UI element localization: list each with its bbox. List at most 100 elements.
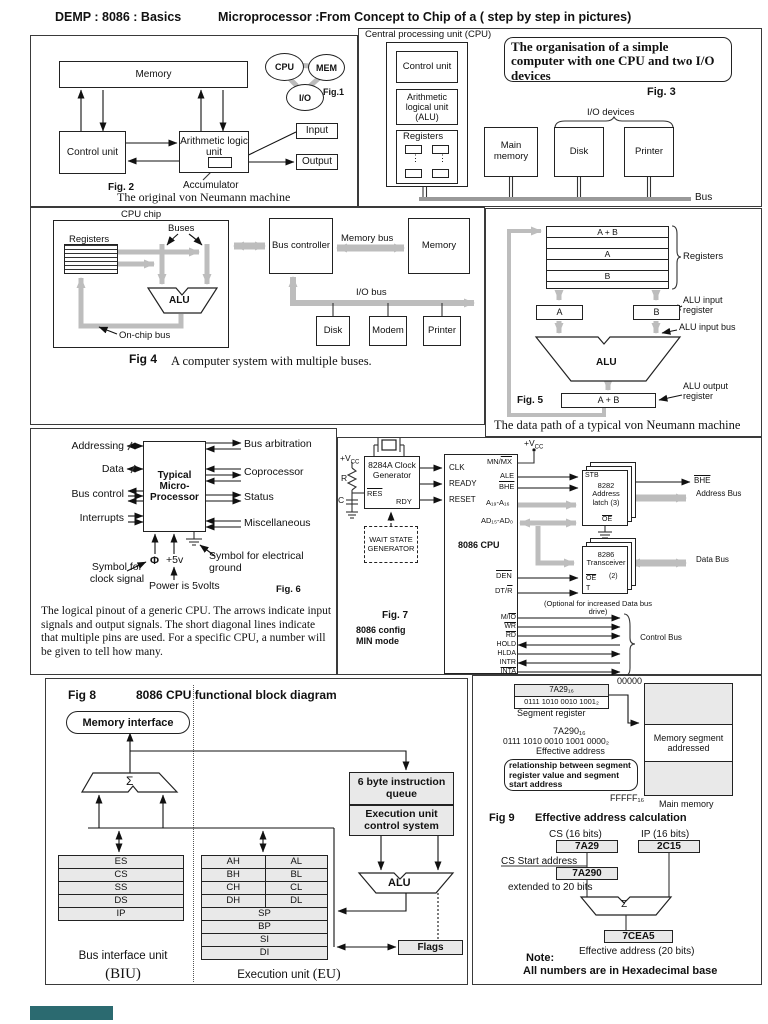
fig7-rdy-pin: RDY [396, 497, 412, 506]
fig5-input-a-box: A [536, 305, 583, 320]
fig8-instruction-queue-box: 6 byte instruction queue [349, 772, 454, 805]
fig7-ready-pin: READY [449, 479, 477, 488]
fig6-chip-box: Typical Micro- Processor [143, 441, 206, 532]
fig7-rd-pin: RD [505, 632, 516, 639]
fig7-stb-pin: STB [585, 472, 599, 479]
fig6-bus-arbitration-label: Bus arbitration [244, 438, 312, 450]
eu-cell: AH [202, 856, 265, 868]
fig8-biu-registers: ES CS SS DS IP [58, 855, 184, 921]
panel-fig6: Addressing Data Bus control Interrupts T… [30, 428, 337, 675]
fig4-on-chip-bus-label: On-chip bus [119, 330, 171, 341]
fig9-cs-start-label: CS Start address [501, 856, 578, 867]
mn-part: MN/ [487, 457, 501, 466]
fig8-biu-row: SS [59, 882, 183, 895]
fig8-eu-control-box: Execution unit control system [349, 805, 454, 836]
mem-addressed-segment: Memory segment addressed [645, 724, 732, 762]
fig3-registers-box: Registers ⋮ ⋮ [396, 130, 458, 184]
fig7-clk-pin: CLK [449, 463, 465, 472]
fig9-ip-value-box: 2C15 [638, 840, 700, 853]
fig8-biu-row: IP [59, 908, 183, 920]
fig5-reg-row: A [547, 249, 668, 260]
fig7-control-bus-label: Control Bus [640, 633, 682, 642]
fig4-registers-stack [64, 244, 118, 274]
fig7-res-pin: RES [367, 489, 383, 498]
panel-fig3: Central processing unit (CPU) Control un… [358, 28, 762, 207]
fig4-caption: A computer system with multiple buses. [171, 354, 372, 368]
fig6-power-note: Power is 5volts [149, 580, 220, 592]
fig7-xcvr-t-pin: T [586, 585, 591, 592]
eu-name-text: Execution unit [237, 969, 310, 981]
fig5-alu-output-register-label: ALU output register [683, 381, 729, 402]
fig7-hlda-pin: HLDA [497, 650, 516, 657]
eu-abbr-text: (EU) [312, 967, 341, 982]
fig7-wr-pin: WR [504, 623, 516, 630]
fig4-disk-box: Disk [316, 316, 350, 346]
fig6-label: Fig. 6 [276, 584, 301, 595]
fig7-dtr-pin: DT/R [495, 586, 513, 595]
panel-fig4: CPU chip Registers Buses ALU On-chip bus… [30, 207, 485, 425]
fig8-biu-row: ES [59, 856, 183, 869]
fig8-eu-row: SI [202, 934, 327, 947]
fig9-effective-hex: 7A290₁₆ [553, 726, 586, 736]
fig7-a19-a16-pin: A₁₉-A₁₆ [486, 498, 510, 507]
fig7-data-bus-label: Data Bus [696, 555, 729, 564]
fig2-accumulator-box [208, 157, 232, 168]
fig9-main-memory-label: Main memory [659, 799, 714, 809]
fig5-alu-input-bus-label: ALU input bus [679, 322, 736, 332]
fig2-label: Fig. 2 [108, 182, 135, 193]
fig4-buses-label: Buses [168, 223, 195, 234]
fig9-result-box: 7CEA5 [604, 930, 673, 943]
fig1-io-node: I/O [286, 84, 324, 111]
fig5-reg-row: B [547, 271, 668, 282]
fig3-registers-label: Registers [403, 131, 444, 142]
fig1-cpu-node: CPU [265, 53, 304, 81]
fig9-sigma: Σ [621, 899, 628, 910]
panel-fig7: +VCC R C 8284A Clock Generator RES RDY W… [337, 437, 762, 676]
fig7-optional-note: (Optional for increased Data bus drive) [544, 599, 652, 617]
fig7-r-label: R [341, 473, 348, 483]
fig7-cpu-name: 8086 CPU [458, 540, 500, 550]
fig5-alu-label: ALU [596, 357, 617, 368]
fig9-label: Fig 9 [489, 812, 515, 824]
m-part: M/ [500, 614, 509, 621]
fig8-eu-row: DI [202, 947, 327, 959]
fig6-status-label: Status [244, 491, 274, 503]
fig9-note-head: Note: [526, 952, 555, 964]
fig8-flags-box: Flags [398, 940, 463, 955]
fig9-mem-top-address: 00000 [617, 676, 643, 686]
fig7-bhe-pin: BHE [499, 482, 515, 491]
fig6-caption: The logical pinout of a generic CPU. The… [41, 605, 332, 658]
fig9-mem-bottom-address: FFFFF₁₆ [610, 793, 645, 803]
fig7-config-line2: MIN mode [356, 636, 400, 646]
fig5-registers-label: Registers [683, 251, 724, 262]
fig7-c-label: C [338, 495, 345, 505]
fig7-inta-pin: INTA [500, 668, 516, 675]
fig4-memory-bus-label: Memory bus [341, 233, 394, 244]
fig8-title: 8086 CPU functional block diagram [136, 688, 337, 702]
page-title: Microprocessor :From Concept to Chip of … [218, 10, 632, 24]
vcc-prefix: +V [524, 438, 535, 448]
vcc-sub: CC [534, 444, 544, 451]
fig7-xcvr-name: 8286 Transceiver [586, 550, 626, 568]
fig5-reg-row [547, 282, 668, 291]
fig4-label: Fig 4 [129, 352, 158, 366]
fig8-eu-name: Execution unit (EU) [204, 967, 374, 983]
fig7-config-line1: 8086 config [356, 625, 406, 635]
fig9-extended-label: extended to 20 bits [508, 882, 593, 893]
fig7-latch-oe-pin: OE [602, 516, 613, 523]
fig7-bhe-out-label: BHE [694, 476, 711, 485]
fig7-label: Fig. 7 [382, 610, 409, 621]
fig5-output-register-box: A + B [561, 393, 656, 408]
mem-lower-segment [645, 762, 732, 795]
fig7-ale-pin: ALE [500, 471, 515, 480]
fig7-xcvr-oe-pin: OE [586, 575, 597, 582]
fig4-cpu-chip-label: CPU chip [121, 209, 162, 220]
fig3-callout: The organisation of a simple computer wi… [504, 37, 732, 82]
panel-fig5: A + B A B Registers A B ALU input regist… [485, 208, 762, 437]
io-part: IO [508, 614, 516, 621]
fig7-8086-cpu-box [444, 454, 518, 674]
fig8-biu-row: CS [59, 869, 183, 882]
